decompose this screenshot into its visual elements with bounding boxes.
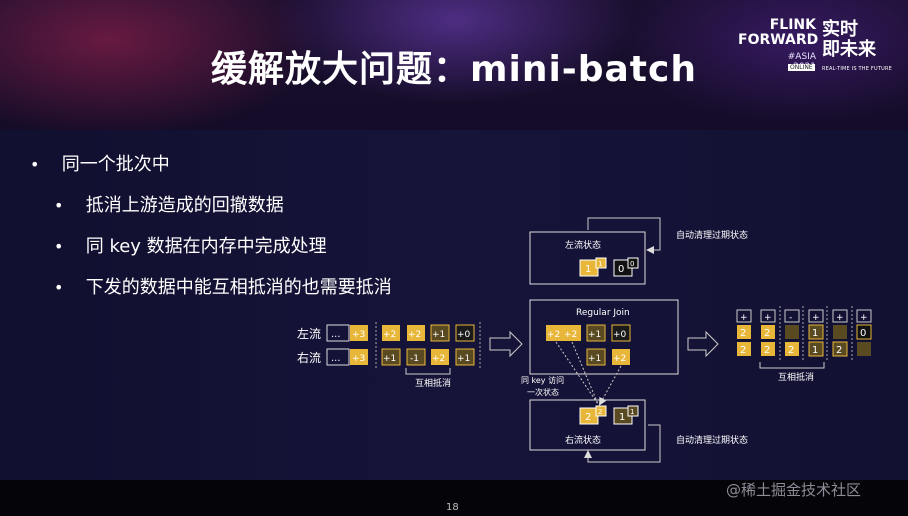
arrow-to-output-icon [687,330,719,358]
flink-forward-logo: FLINK FORWARD #ASIA 2021 ONLINE 实时 即未来 R… [738,18,898,78]
bullet-item: • 下发的数据中能互相抵消的也需要抵消 [54,273,392,299]
watermark: @稀土掘金技术社区 [726,481,862,499]
left-state-sub-0: 1 [598,260,602,268]
content-panel [0,130,908,480]
bullet-text: 下发的数据中能互相抵消的也需要抵消 [85,277,392,298]
join-row2-0: +1 [588,354,601,364]
right-input-value: +3 [352,354,365,364]
arrow-into-join-icon [489,330,523,358]
left-state-loop-arrow [587,217,661,254]
left-batch-0: +2 [383,330,396,340]
output-bottom-0: 2 [740,345,746,356]
bullet-text: 同 key 数据在内存中完成处理 [85,236,327,257]
output-bottom-3: 1 [812,345,818,356]
left-state-value-1: 0 [618,264,624,275]
output-sign-5: + [860,313,868,323]
right-state-value-1: 1 [619,412,625,423]
right-state-label: 右流状态 [565,434,601,446]
join-row1-1: +2 [564,330,577,340]
bullet-dot-icon: • [54,237,64,256]
expire-label-bottom: 自动清理过期状态 [676,434,748,446]
logo-cn-line1: 实时 [822,19,858,40]
left-batch-2: +1 [432,330,445,340]
join-label: Regular Join [576,308,630,318]
left-ellipsis: ... [331,329,341,340]
output-top-5: 0 [860,328,866,339]
right-batch-0: +1 [383,354,396,364]
cancel-bracket-1 [405,368,451,375]
regular-join-box [529,299,679,375]
logo-tagline: REAL-TIME IS THE FUTURE [822,66,892,72]
right-batch-2: +2 [432,354,445,364]
output-top-3: 1 [812,328,818,339]
left-stream-label: 左流 [297,326,321,341]
output-columns: + 2 2 + 2 2 - 2 + 1 1 + 2 + 0 [736,309,872,357]
logo-text: FLINK FORWARD [738,17,819,48]
output-sign-2: - [789,313,792,323]
join-row2-1: +2 [613,354,626,364]
right-state-sub-1: 1 [630,408,634,416]
page-number: 18 [446,502,459,513]
right-state-loop-arrow [584,424,661,463]
output-sign-3: + [812,313,820,323]
left-state-sub-1: 0 [630,260,634,268]
bullet-dot-icon: • [30,155,40,174]
expire-label-top: 自动清理过期状态 [676,229,748,241]
bullet-dot-icon: • [54,278,64,297]
output-bottom-1: 2 [764,345,770,356]
logo-cn: 实时 即未来 [822,20,876,60]
right-batch-1: -1 [410,354,419,364]
join-row1-3: +0 [613,330,627,340]
output-sign-4: + [836,313,844,323]
output-top-0: 2 [740,328,746,339]
right-ellipsis: ... [331,353,341,364]
state-access-line-2 [571,341,599,405]
right-state-value-0: 2 [585,412,591,423]
left-batch-3: +0 [457,330,471,340]
left-input-cell [350,325,368,341]
output-bottom-2: 2 [788,345,794,356]
bullet-text: 同一个批次中 [61,154,170,175]
left-state-label: 左流状态 [565,239,601,251]
logo-line1: FLINK [769,17,816,33]
logo-line2: FORWARD [738,32,819,48]
right-input-cell [350,349,368,365]
left-batch-1: +2 [408,330,421,340]
right-stream-label: 右流 [297,350,321,365]
bullet-text: 抵消上游造成的回撤数据 [85,195,284,216]
output-sign-1: + [764,313,772,323]
same-key-note-line2: 一次状态 [527,387,559,397]
join-row1-2: +1 [588,330,601,340]
same-key-note-line1: 同 key 访问 [521,375,564,385]
slide-title: 缓解放大问题：mini-batch [210,49,697,90]
cancel-label-2: 互相抵消 [778,371,814,383]
bullet-dot-icon: • [54,196,64,215]
cancel-bracket-2 [759,362,825,369]
left-ellipsis-box [326,324,350,342]
bullet-item: • 同 key 数据在内存中完成处理 [54,232,327,258]
left-state-box [529,231,646,285]
left-input-value: +3 [352,330,365,340]
logo-cn-line2: 即未来 [822,39,876,60]
bullet-item: • 同一个批次中 [30,150,170,176]
output-top-1: 2 [764,328,770,339]
cancel-label-1: 互相抵消 [415,377,451,389]
state-access-line-1 [555,341,599,405]
output-bottom-4: 2 [836,345,842,356]
right-ellipsis-box [326,348,350,366]
bullet-item: • 抵消上游造成的回撤数据 [54,191,284,217]
state-access-line-3 [599,365,622,406]
right-state-sub-0: 2 [598,408,602,416]
join-row1-0: +2 [547,330,560,340]
right-batch-3: +1 [457,354,470,364]
logo-online: ONLINE [788,64,815,71]
left-state-value-0: 1 [585,264,591,275]
output-sign-0: + [740,313,748,323]
